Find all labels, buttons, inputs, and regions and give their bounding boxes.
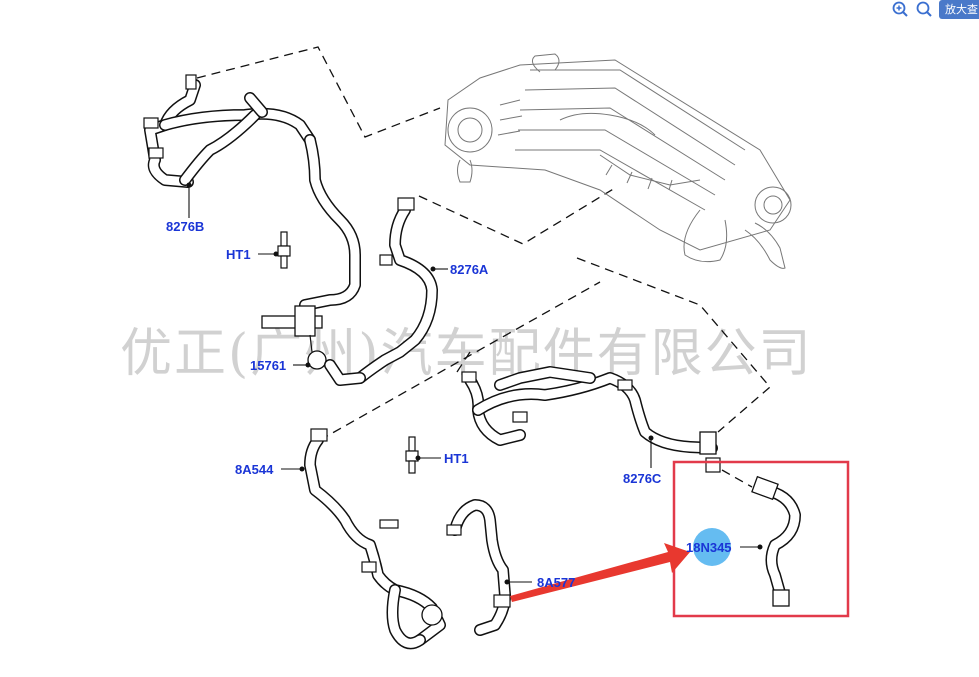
hose-18N345 [721,469,801,607]
ht1-mid-fitting [405,436,441,474]
dashed-guide-lines [196,46,771,441]
hose-8276A [324,197,448,386]
red-arrow [510,543,690,602]
hose-8A577 [446,499,532,636]
highlight-box [672,460,850,618]
search-icon[interactable] [915,0,933,18]
zoom-in-icon[interactable] [891,0,909,18]
intake-manifold-assembly [444,53,792,269]
label-ht1-mid: HT1 [444,451,469,466]
label-ht1-top: HT1 [226,247,251,262]
label-8276C: 8276C [623,471,662,486]
label-8A577: 8A577 [537,575,575,590]
highlight-badge [693,528,731,566]
label-8A544: 8A544 [235,462,274,477]
label-8276A: 8276A [450,262,489,277]
image-toolbar: 放大查 [891,0,979,19]
hose-8276B [143,74,316,218]
label-8276B: 8276B [166,219,204,234]
hose-15761-line [299,134,361,311]
ht1-top-fitting [258,231,291,269]
enlarge-view-button[interactable]: 放大查 [939,0,979,19]
hose-8276C [461,366,721,473]
hose-8A544 [281,428,446,650]
label-15761: 15761 [250,358,286,373]
label-18N345: 18N345 [686,540,732,555]
valve-15761 [261,305,327,370]
